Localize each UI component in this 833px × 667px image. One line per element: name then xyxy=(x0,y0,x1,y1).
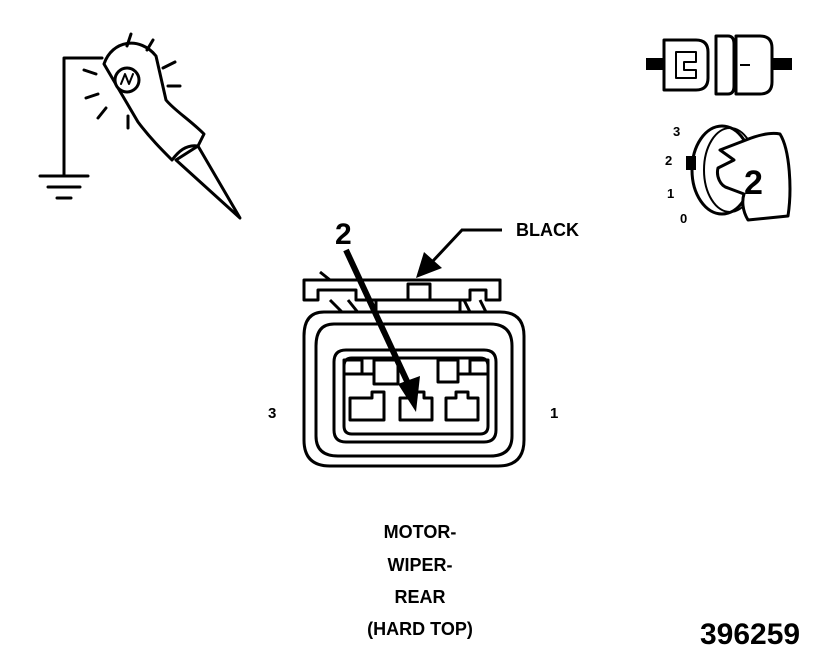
ignition-position-1: 1 xyxy=(667,186,674,201)
pin-pointer-label: 2 xyxy=(335,218,352,251)
ignition-key-icon xyxy=(686,124,792,222)
wire-color-label: BLACK xyxy=(516,220,579,240)
wire-color-leader xyxy=(416,228,502,278)
caption-line-2: WIPER- xyxy=(387,555,453,575)
connector-face xyxy=(302,270,526,468)
connector-halves-icon xyxy=(646,34,792,96)
caption-line-1: MOTOR- xyxy=(383,522,457,542)
left-pin-label: 3 xyxy=(268,405,276,422)
ignition-position-3: 3 xyxy=(673,124,680,139)
right-pin-label: 1 xyxy=(550,405,558,422)
caption-line-3: REAR xyxy=(394,587,446,607)
ignition-key-position-label: 2 xyxy=(744,164,763,202)
figure-number: 396259 xyxy=(700,618,801,651)
pin-pointer-arrow xyxy=(343,248,420,412)
ignition-position-0: 0 xyxy=(680,211,687,226)
test-light-icon xyxy=(38,32,242,220)
ignition-position-2: 2 xyxy=(665,153,672,168)
caption-line-4: (HARD TOP) xyxy=(367,619,473,639)
